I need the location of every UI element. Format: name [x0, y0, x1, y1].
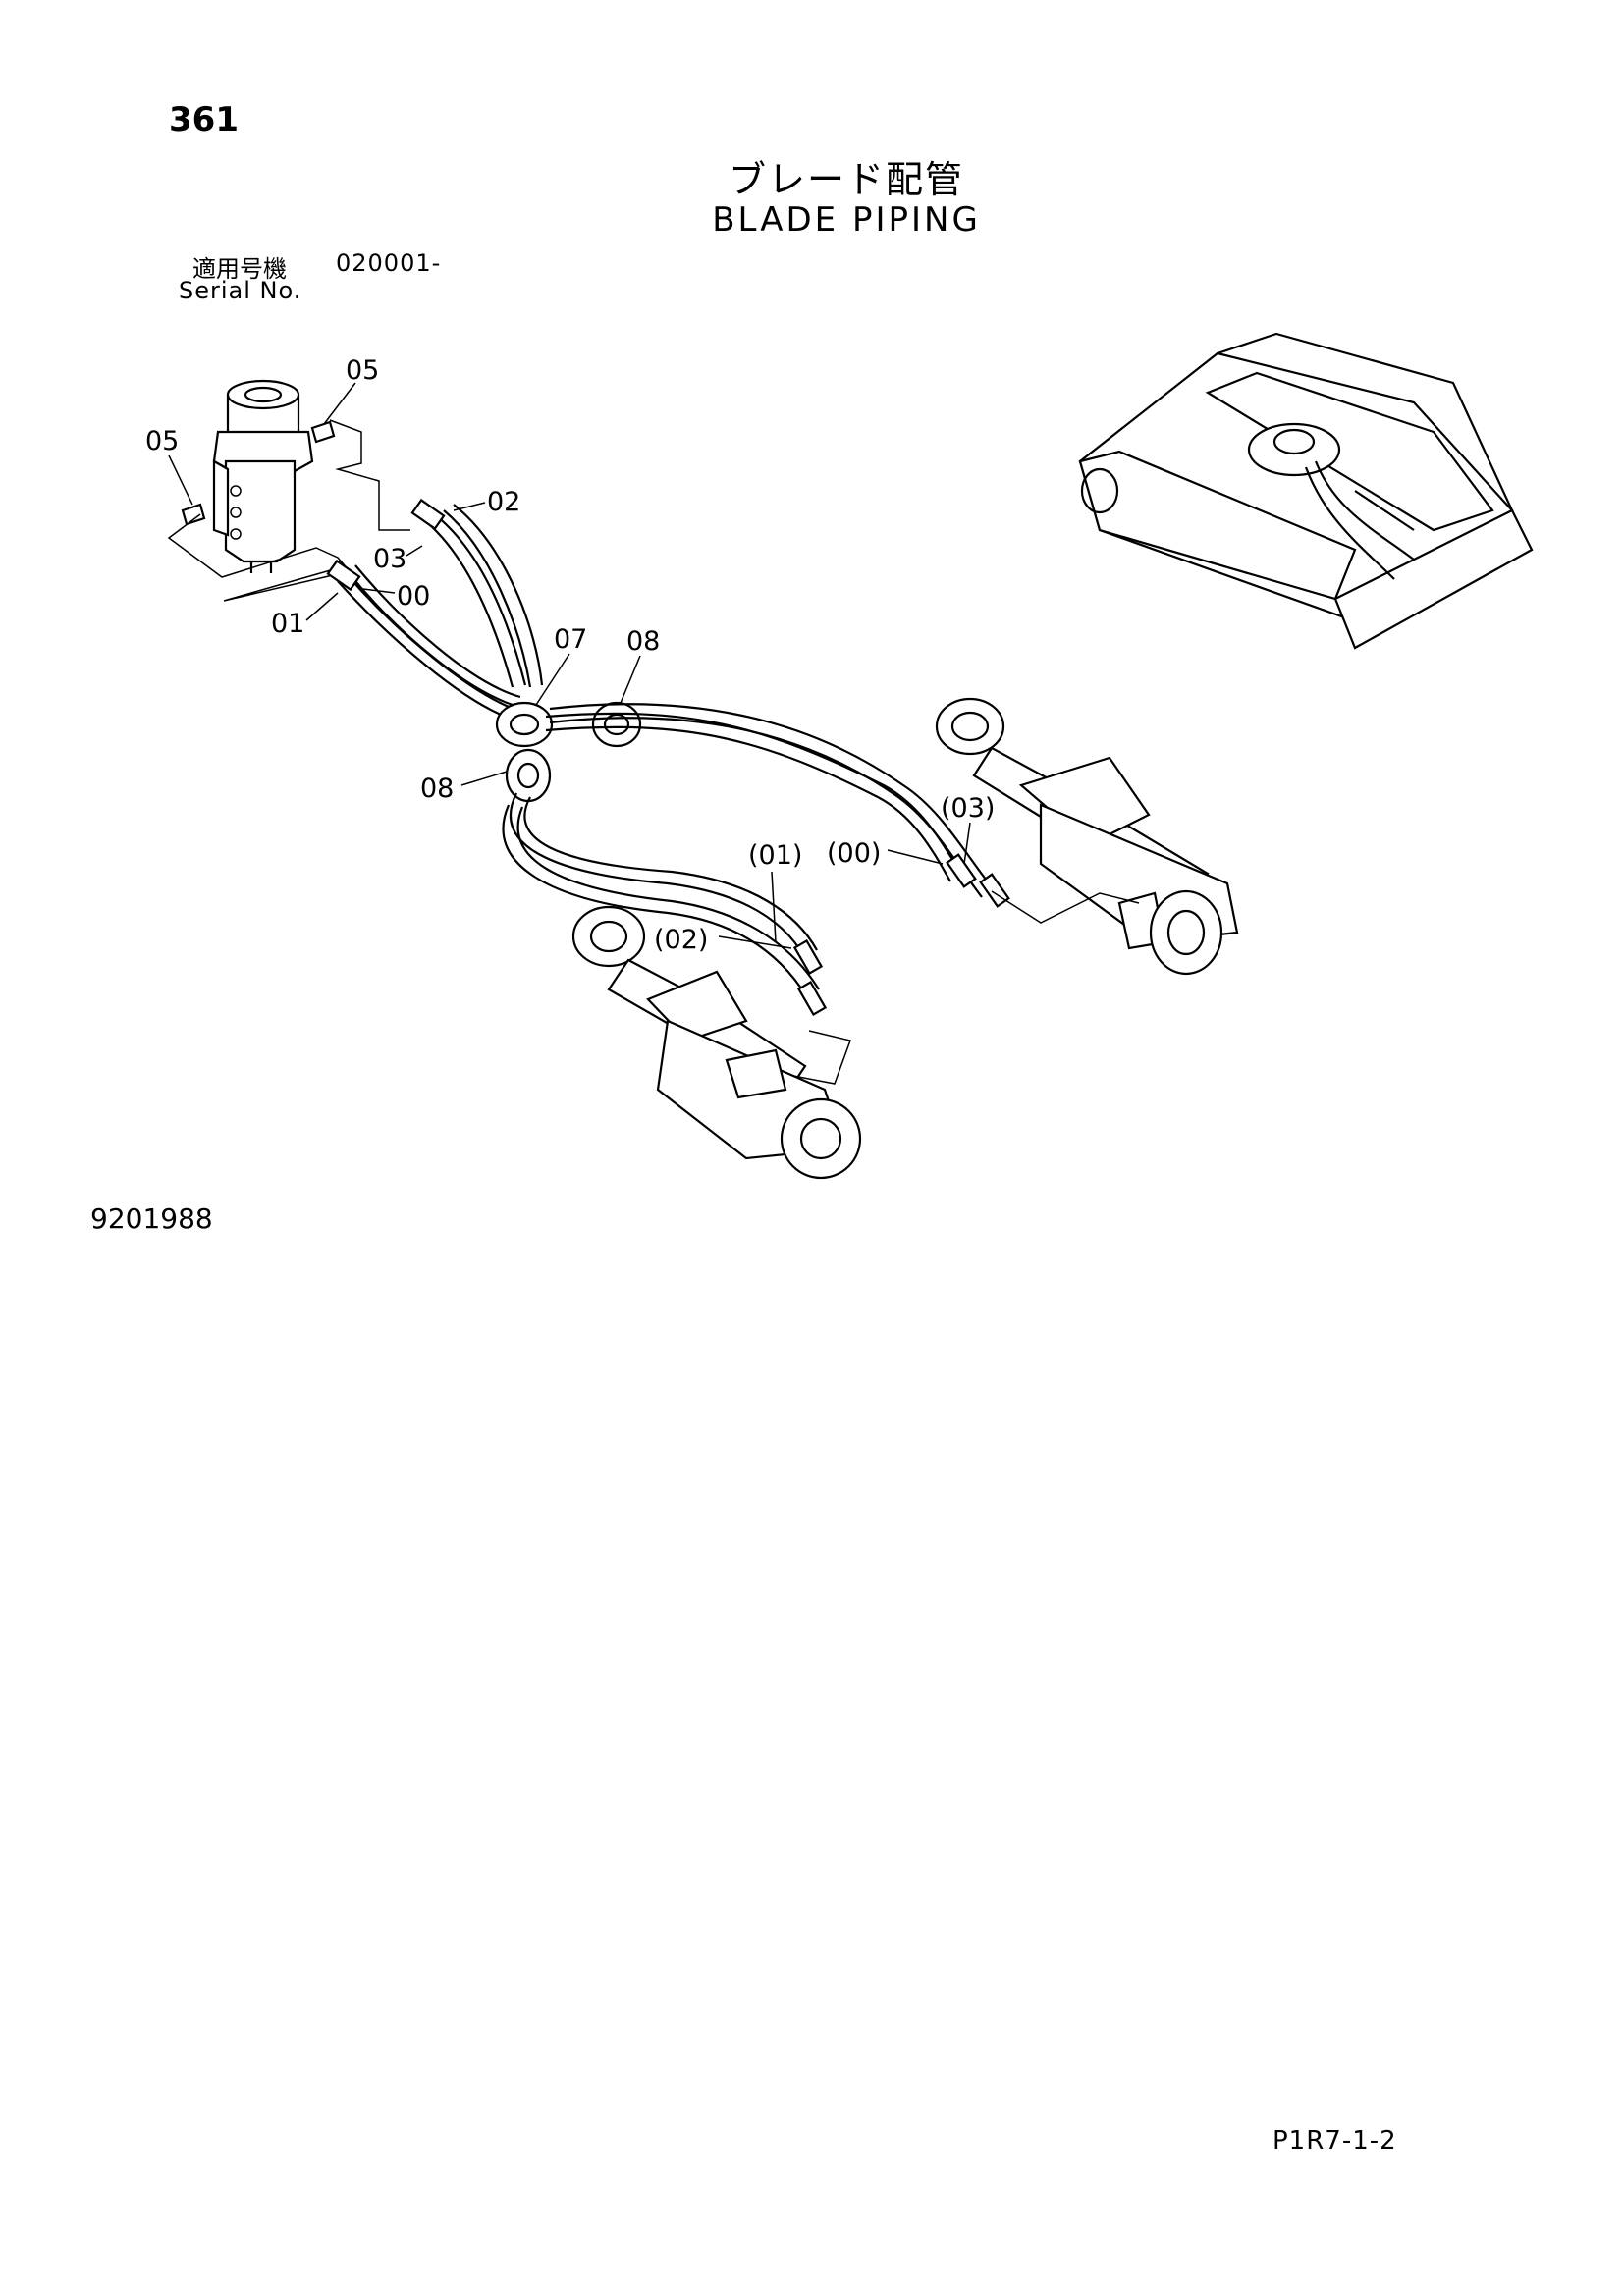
callout-08-lower: 08 — [420, 774, 454, 804]
callout-05-top: 05 — [346, 355, 379, 386]
hoses-lower — [502, 792, 828, 1016]
swivel-joint — [167, 379, 410, 602]
machine-overview-inset — [1078, 332, 1534, 650]
drawing-number: 9201988 — [90, 1202, 213, 1235]
hose-bundle-upper — [326, 498, 544, 721]
serial-value: 020001- — [336, 249, 442, 277]
blade-cylinder-lower — [571, 905, 862, 1180]
title-english: BLADE PIPING — [712, 200, 981, 240]
callout-03-paren: (03) — [941, 793, 995, 824]
callout-07: 07 — [554, 624, 587, 655]
callout-03: 03 — [373, 544, 406, 574]
hoses-right — [545, 703, 1010, 908]
serial-label-japanese: 適用号機 — [192, 255, 287, 283]
page-number: 361 — [169, 100, 239, 139]
serial-label-english: Serial No. — [179, 277, 302, 304]
callout-00: 00 — [397, 581, 430, 612]
callout-01-paren: (01) — [748, 840, 802, 871]
title-japanese: ブレード配管 — [728, 158, 964, 201]
callout-01: 01 — [271, 609, 304, 639]
blade-cylinder-right — [935, 697, 1239, 976]
callout-05-left: 05 — [145, 426, 179, 456]
callout-00-paren: (00) — [827, 838, 881, 869]
callout-02: 02 — [487, 487, 520, 517]
callout-02-paren: (02) — [654, 925, 708, 955]
sheet-code: P1R7-1-2 — [1272, 2126, 1397, 2156]
callout-08-upper: 08 — [626, 626, 660, 657]
